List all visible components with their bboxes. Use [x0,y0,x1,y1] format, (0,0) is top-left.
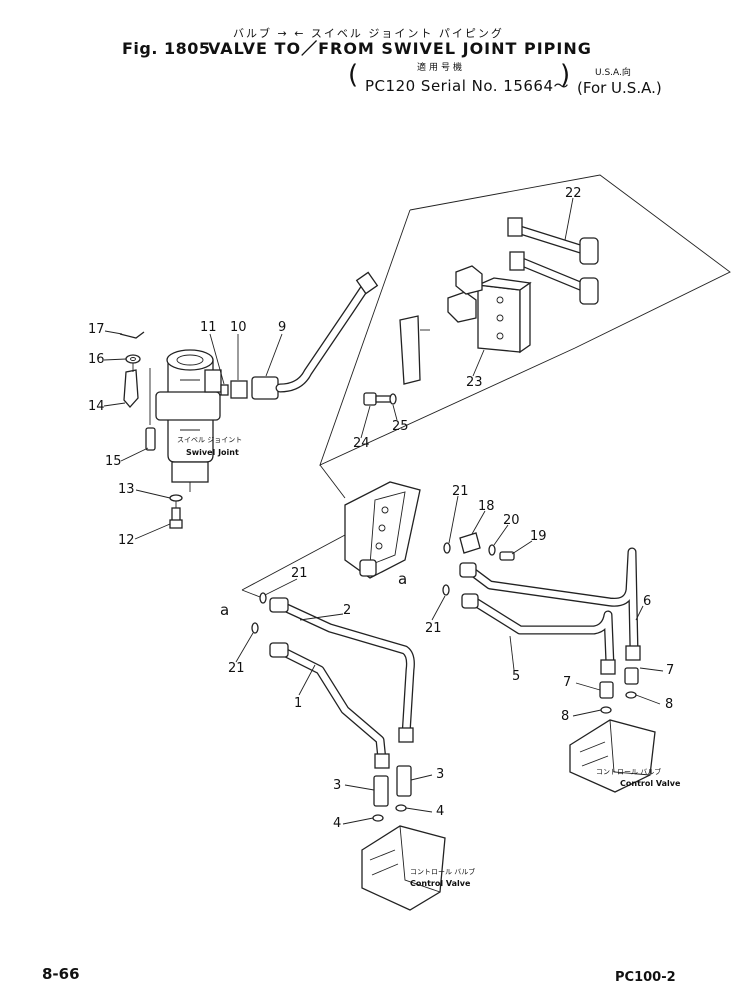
model-code: PC100-2 [615,970,676,985]
bolt-24-drawing [363,392,397,406]
swivel-joint-label-jp: スイベル ジョイント [177,436,243,444]
tubes-22-drawing [507,217,599,305]
applicable-models-japanese: 適用号機 [417,63,466,73]
control-valve-lower-label: Control Valve [410,879,471,888]
callout-22: 22 [565,186,582,201]
region-japanese: U.S.A.向 [595,68,631,78]
callout-3-right: 3 [436,767,445,782]
control-valve-upper-label: Control Valve [620,779,681,788]
block-23-drawing [399,265,532,385]
callout-3-left: 3 [333,778,342,793]
callout-2: 2 [343,603,352,618]
paren-open: ( [348,60,359,90]
callout-4-right: 4 [436,804,445,819]
callout-1: 1 [294,696,303,711]
callout-17: 17 [88,322,105,337]
callout-4-left: 4 [333,816,342,831]
callout-8-right: 8 [665,697,674,712]
serial-range: PC120 Serial No. 15664～ [365,77,570,95]
tubes-5-6-drawing [459,547,641,675]
figure-title: VALVE TO／FROM SWIVEL JOINT PIPING [208,39,592,58]
bracket-parts [119,331,156,451]
callout-9: 9 [278,320,287,335]
callout-14: 14 [88,399,105,414]
page-number: 8-66 [42,965,80,983]
callout-20: 20 [503,513,520,528]
callout-21-a: 21 [452,484,469,499]
callout-12: 12 [118,533,135,548]
callout-a-left: a [220,601,230,619]
callout-21-d: 21 [228,661,245,676]
callout-a-right: a [398,570,408,588]
bolt-12-drawing [169,494,183,529]
callout-8-left: 8 [561,709,570,724]
callout-18: 18 [478,499,495,514]
region-label: (For U.S.A.) [577,79,662,97]
connectors-drawing [372,667,639,822]
callout-7-left: 7 [563,675,572,690]
callout-5: 5 [512,669,521,684]
callout-11: 11 [200,320,217,335]
callout-19: 19 [530,529,547,544]
swivel-joint-label: Swivel Joint [186,448,239,457]
paren-close: ) [560,60,571,90]
hose-assembly [220,271,379,400]
leader-lines [103,197,664,825]
valve-manifold-drawing [344,481,421,579]
callout-15: 15 [105,454,122,469]
swivel-joint-drawing [155,349,222,492]
callout-13: 13 [118,482,135,497]
callout-23: 23 [466,375,483,390]
callout-16: 16 [88,352,105,367]
assembly-outline [241,174,731,598]
callout-6: 6 [643,594,652,609]
control-valve-drawing-lower [361,825,446,911]
callout-24: 24 [353,436,370,451]
callout-21-b: 21 [291,566,308,581]
control-valve-upper-label-jp: コントロール バルブ [596,768,662,776]
figure-number: Fig. 1805 [122,39,211,58]
title-japanese: バルブ → ← スイベル ジョイント パイピング [233,27,504,40]
callout-21-c: 21 [425,621,442,636]
control-valve-drawing-upper [569,719,656,793]
callout-25: 25 [392,419,409,434]
tubes-1-2-drawing [269,597,415,769]
clamp-parts [251,532,515,634]
callout-7-right: 7 [666,663,675,678]
callout-10: 10 [230,320,247,335]
control-valve-lower-label-jp: コントロール バルブ [410,868,476,876]
